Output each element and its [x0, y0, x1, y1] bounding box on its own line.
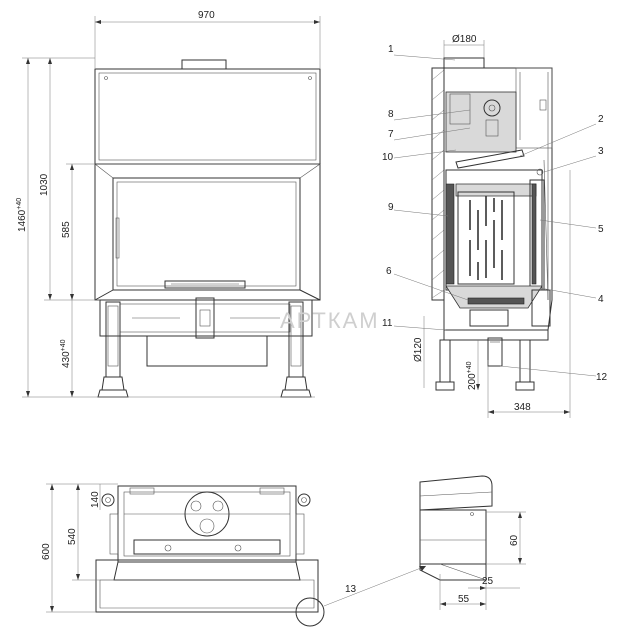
air-inlet — [487, 337, 503, 367]
ash-pan — [146, 335, 268, 367]
total-depth-label: 600 — [41, 543, 52, 560]
deflector-plate — [455, 149, 525, 169]
callout-5: 5 — [598, 224, 604, 235]
flue-stub — [181, 59, 227, 70]
glass-height-label: 585 — [61, 221, 72, 238]
depth-label: 348 — [514, 402, 531, 413]
offset-label: 140 — [90, 491, 101, 508]
door-handle — [115, 217, 120, 259]
side-insulation — [445, 183, 455, 285]
foot-left — [101, 376, 125, 391]
detail-height-label: 60 — [509, 534, 520, 546]
flue-circle — [184, 491, 230, 537]
callout-1: 1 — [388, 44, 394, 55]
flue-diameter-label: Ø180 — [452, 34, 477, 45]
detail-top-block — [419, 475, 493, 511]
fire-chamber — [457, 191, 515, 285]
air-control — [195, 297, 215, 339]
callout-9: 9 — [388, 202, 394, 213]
watermark: АРТКАМ — [280, 308, 380, 333]
side-leg-rear — [439, 339, 451, 383]
plan-base — [95, 559, 319, 613]
lug-right — [297, 493, 311, 507]
plan-view: 600 540 140 — [41, 483, 325, 627]
detail-small-width-label: 25 — [482, 576, 494, 587]
callout-4: 4 — [598, 294, 604, 305]
front-view: 970 — [16, 10, 321, 398]
side-leg-front — [519, 339, 531, 383]
glass-door — [112, 177, 301, 291]
width-label: 970 — [198, 10, 215, 21]
callout-3: 3 — [598, 146, 604, 157]
total-height-label: 1460+40 — [16, 198, 28, 232]
inlet-diameter-label: Ø120 — [413, 337, 424, 362]
plan-body — [117, 485, 297, 563]
callout-8: 8 — [388, 109, 394, 120]
grate-area — [445, 285, 543, 309]
callout-11: 11 — [382, 318, 393, 329]
plan-door — [113, 561, 301, 581]
legs-height-label: 430+40 — [60, 339, 72, 368]
callouts: 1 8 7 10 9 6 11 2 3 5 4 12 — [382, 44, 608, 383]
grate-lip — [164, 280, 246, 289]
firebox-frame — [94, 163, 321, 301]
detail-body — [419, 509, 487, 565]
detail-view: 60 25 55 13 — [323, 475, 526, 610]
detail-large-width-label: 55 — [458, 594, 470, 605]
rear-wall — [431, 67, 445, 301]
damper-wheel — [483, 99, 501, 117]
ash-drawer — [469, 309, 509, 327]
smoke-chamber — [445, 91, 517, 153]
detail-circle — [295, 597, 325, 627]
inner-depth-label: 540 — [67, 528, 78, 545]
callout-2: 2 — [598, 114, 604, 125]
callout-13: 13 — [345, 584, 357, 595]
callout-6: 6 — [386, 266, 392, 277]
callout-10: 10 — [382, 152, 394, 163]
inlet-height-label: 200+40 — [466, 361, 478, 390]
side-view: Ø180 — [382, 34, 608, 418]
upper-height-label: 1030 — [39, 173, 50, 196]
lug-left — [101, 493, 115, 507]
callout-12: 12 — [596, 372, 608, 383]
callout-7: 7 — [388, 129, 394, 140]
hood — [94, 68, 321, 165]
foot-right — [284, 376, 308, 391]
